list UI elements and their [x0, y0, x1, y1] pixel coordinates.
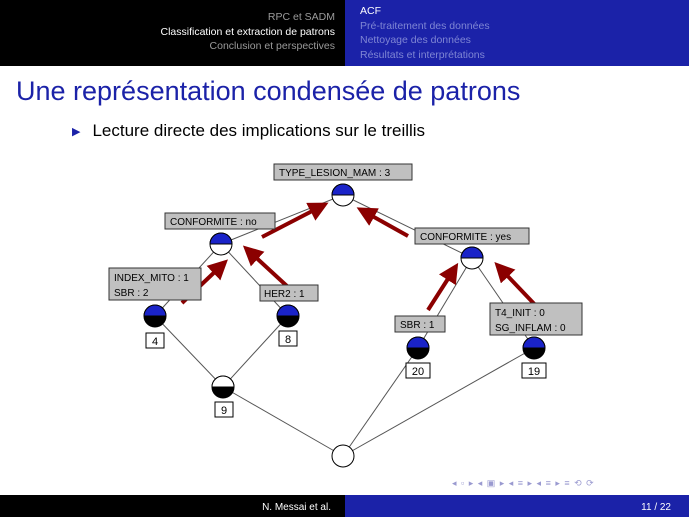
label-index-mito: INDEX_MITO : 1 [114, 273, 189, 284]
edge-top-conf-yes [342, 194, 473, 259]
label-sg-inflam: SG_INFLAM : 0 [495, 323, 566, 334]
count-19: 19 [528, 366, 540, 378]
nav-subsection-acf[interactable]: ACF [360, 5, 381, 17]
count-box-8 [278, 330, 298, 347]
extent-counts: 4 8 20 19 9 [145, 330, 547, 418]
slide-title: Une représentation condensée de patrons [16, 76, 521, 106]
label-box-sbr1 [394, 315, 446, 333]
arrow-conf-no-to-top [261, 202, 329, 239]
node-4[interactable] [143, 304, 167, 328]
nav-section-classification[interactable]: Classification et extraction de patrons [160, 25, 335, 38]
node-9[interactable] [211, 375, 235, 399]
node-20[interactable] [406, 336, 430, 360]
header-subsection-nav: ACF Pré-traitement des données Nettoyage… [345, 0, 689, 66]
label-top: TYPE_LESION_MAM : 3 [279, 168, 391, 179]
concept-labels: TYPE_LESION_MAM : 3 CONFORMITE : no CONF… [108, 163, 583, 336]
footer-author: N. Messai et al. [0, 495, 345, 517]
label-box-conf-yes [414, 227, 530, 245]
node-conf-yes[interactable] [460, 246, 484, 270]
node-top[interactable] [331, 183, 355, 207]
nav-section-rpc[interactable]: RPC et SADM [267, 11, 335, 23]
label-box-conf-no [164, 212, 276, 230]
nav-subsection-nettoyage[interactable]: Nettoyage des données [360, 34, 471, 46]
bullet-text: Lecture directe des implications sur le … [92, 121, 426, 140]
arrow-sbr1-to-conf-yes [426, 262, 459, 312]
slide-footer: N. Messai et al. 11 / 22 [0, 495, 689, 517]
count-box-19 [521, 362, 547, 379]
label-box-her2 [259, 284, 319, 302]
edge-n4-n9 [154, 315, 224, 388]
label-box-t4 [489, 302, 583, 336]
count-box-4 [145, 332, 165, 349]
edge-n19-bottom [342, 347, 535, 457]
header-section-nav: RPC et SADM Classification et extraction… [0, 0, 345, 66]
label-sbr1: SBR : 1 [400, 320, 435, 331]
node-19[interactable] [522, 336, 546, 360]
edge-n9-bottom [222, 386, 344, 457]
nav-section-conclusion[interactable]: Conclusion et perspectives [209, 40, 335, 52]
node-bottom[interactable] [331, 444, 355, 468]
arrow-conf-yes-to-top [356, 207, 409, 238]
label-sbr2: SBR : 2 [114, 288, 149, 299]
count-20: 20 [412, 366, 424, 378]
node-8[interactable] [276, 304, 300, 328]
edge-conf-no-n8 [220, 243, 289, 317]
count-4: 4 [152, 336, 158, 348]
lattice-nodes [143, 183, 546, 468]
label-box-top [273, 163, 413, 181]
count-box-9 [214, 401, 234, 418]
node-conf-no[interactable] [209, 232, 233, 256]
arrow-her2-to-conf-no [242, 245, 290, 289]
label-conf-no: CONFORMITE : no [170, 217, 257, 228]
count-box-20 [405, 362, 431, 379]
beamer-navigation-icons[interactable]: ◂ ▫ ▸ ◂ ▣ ▸ ◂ ≡ ▸ ◂ ≡ ▸ ≡ ⟲ ⟳ [452, 478, 595, 488]
bullet-item: ▶ Lecture directe des implications sur l… [72, 121, 425, 141]
slide-header: RPC et SADM Classification et extraction… [0, 0, 689, 66]
lattice-diagram: TYPE_LESION_MAM : 3 CONFORMITE : no CONF… [108, 163, 583, 468]
label-t4-init: T4_INIT : 0 [495, 308, 545, 319]
edge-conf-yes-n20 [417, 257, 473, 349]
label-her2: HER2 : 1 [264, 289, 305, 300]
label-conf-yes: CONFORMITE : yes [420, 232, 511, 243]
count-8: 8 [285, 334, 291, 346]
edge-n8-n9 [222, 315, 289, 388]
footer-page-number: 11 / 22 [345, 495, 689, 517]
nav-subsection-pretraitement[interactable]: Pré-traitement des données [360, 19, 490, 32]
count-9: 9 [221, 405, 227, 417]
nav-subsection-resultats[interactable]: Résultats et interprétations [360, 48, 485, 61]
bullet-triangle-icon: ▶ [72, 125, 81, 138]
label-box-index-mito [108, 267, 202, 301]
